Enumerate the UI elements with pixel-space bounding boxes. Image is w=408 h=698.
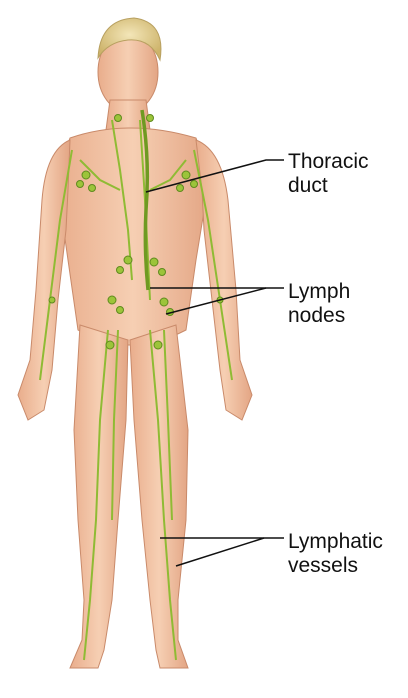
left-arm	[196, 140, 252, 420]
label-lymph-nodes: Lymph nodes	[288, 280, 350, 328]
label-lymphatic-vessels: Lymphatic vessels	[288, 530, 383, 578]
human-body	[18, 32, 252, 668]
right-leg	[70, 325, 128, 668]
leader-line-lymphatic-vessels-lower	[176, 538, 264, 566]
left-leg	[130, 325, 188, 668]
torso	[56, 128, 210, 345]
label-thoracic-duct: Thoracic duct	[288, 150, 369, 198]
right-arm	[18, 140, 70, 420]
